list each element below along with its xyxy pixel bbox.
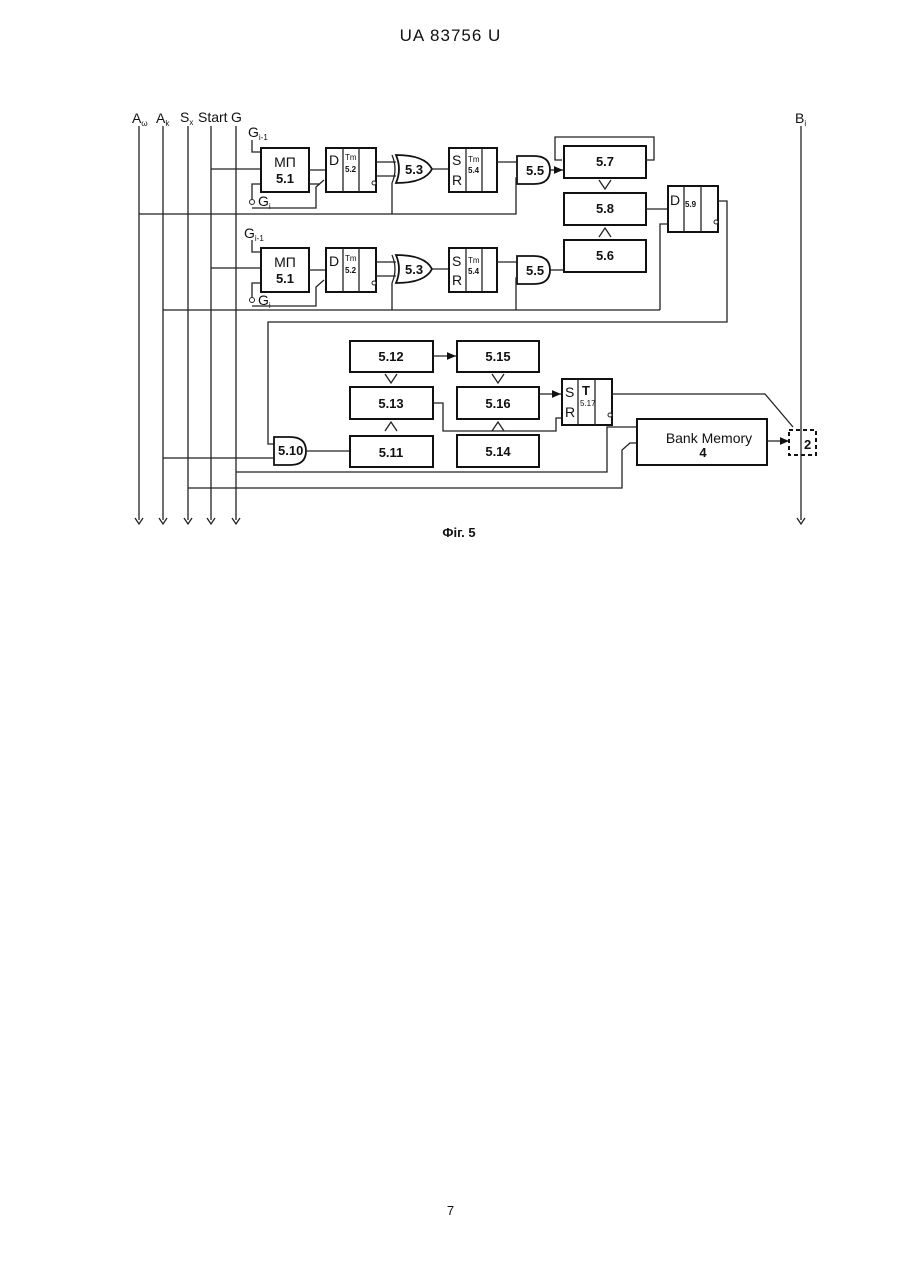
svg-text:5.3: 5.3 bbox=[405, 262, 423, 277]
signal-b-label: Bi bbox=[795, 110, 806, 128]
signal-ak-label: Ak bbox=[156, 110, 170, 128]
block-sr-trigger-5-4-bottom: S R Tm 5.4 bbox=[449, 248, 497, 292]
svg-text:5.9: 5.9 bbox=[685, 200, 697, 209]
selector-2: 2 bbox=[789, 430, 816, 455]
svg-text:D: D bbox=[329, 152, 339, 168]
block-5-13: 5.13 bbox=[350, 387, 433, 419]
block-5-6: 5.6 bbox=[564, 240, 646, 272]
signal-sx-label: Sx bbox=[180, 109, 193, 127]
svg-text:5.8: 5.8 bbox=[596, 201, 614, 216]
block-diagram: Aω Ak Sx Start G Bi Gi-1 Gi МП 5.1 D Tm … bbox=[0, 0, 901, 560]
block-xor-5-3-top: 5.3 bbox=[392, 155, 432, 183]
signal-a0-label: Aω bbox=[132, 110, 148, 128]
block-and-5-5-bottom: 5.5 bbox=[517, 256, 550, 284]
svg-text:R: R bbox=[565, 404, 575, 420]
svg-text:T: T bbox=[582, 383, 590, 398]
svg-text:R: R bbox=[452, 272, 462, 288]
svg-text:5.16: 5.16 bbox=[485, 396, 510, 411]
svg-text:5.17: 5.17 bbox=[580, 399, 596, 408]
svg-text:Tm: Tm bbox=[468, 256, 480, 265]
block-trigger-5-2-top: D Tm 5.2 bbox=[326, 148, 376, 192]
block-5-11: 5.11 bbox=[350, 436, 433, 467]
svg-text:5.7: 5.7 bbox=[596, 154, 614, 169]
svg-text:Tm: Tm bbox=[345, 254, 357, 263]
svg-text:5.15: 5.15 bbox=[485, 349, 510, 364]
svg-text:5.10: 5.10 bbox=[278, 443, 303, 458]
svg-text:5.13: 5.13 bbox=[378, 396, 403, 411]
svg-text:5.5: 5.5 bbox=[526, 263, 544, 278]
block-5-16: 5.16 bbox=[457, 387, 539, 419]
svg-text:Tm: Tm bbox=[468, 155, 480, 164]
svg-text:5.11: 5.11 bbox=[379, 445, 404, 460]
figure-caption: Фіг. 5 bbox=[442, 525, 475, 540]
svg-text:5.6: 5.6 bbox=[596, 248, 614, 263]
svg-text:D: D bbox=[329, 253, 339, 269]
svg-text:5.1: 5.1 bbox=[276, 271, 294, 286]
block-5-15: 5.15 bbox=[457, 341, 539, 372]
block-and-5-10: 5.10 bbox=[274, 437, 306, 465]
svg-text:Bank Memory: Bank Memory bbox=[666, 430, 752, 446]
svg-text:S: S bbox=[452, 253, 461, 269]
signal-gi-bot-label: Gi bbox=[258, 292, 271, 310]
block-xor-5-3-bottom: 5.3 bbox=[392, 255, 432, 283]
svg-text:5.1: 5.1 bbox=[276, 171, 294, 186]
svg-text:5.12: 5.12 bbox=[378, 349, 403, 364]
signal-gi1-top-label: Gi-1 bbox=[248, 124, 268, 142]
svg-text:МП: МП bbox=[274, 154, 296, 170]
svg-text:S: S bbox=[452, 152, 461, 168]
svg-text:5.4: 5.4 bbox=[468, 166, 480, 175]
block-5-8: 5.8 bbox=[564, 193, 646, 225]
svg-text:D: D bbox=[670, 192, 680, 208]
svg-text:R: R bbox=[452, 172, 462, 188]
block-trigger-5-9: D 5.9 bbox=[668, 186, 718, 232]
block-5-7: 5.7 bbox=[564, 146, 646, 178]
block-5-14: 5.14 bbox=[457, 435, 539, 467]
block-and-5-5-top: 5.5 bbox=[517, 156, 550, 184]
signal-gi1-bot-label: Gi-1 bbox=[244, 225, 264, 243]
page-number: 7 bbox=[0, 1203, 901, 1218]
svg-text:5.5: 5.5 bbox=[526, 163, 544, 178]
block-5-12: 5.12 bbox=[350, 341, 433, 372]
svg-text:5.2: 5.2 bbox=[345, 165, 357, 174]
block-mp-5-1-bottom: МП 5.1 bbox=[261, 248, 309, 292]
svg-text:2: 2 bbox=[804, 437, 811, 452]
block-mp-5-1-top: МП 5.1 bbox=[261, 148, 309, 192]
block-sr-trigger-5-4-top: S R Tm 5.4 bbox=[449, 148, 497, 192]
block-bank-memory-4: Bank Memory 4 bbox=[637, 419, 767, 465]
svg-text:5.3: 5.3 bbox=[405, 162, 423, 177]
block-sr-trigger-5-17: S R T 5.17 bbox=[562, 379, 612, 425]
block-trigger-5-2-bottom: D Tm 5.2 bbox=[326, 248, 376, 292]
svg-text:5.14: 5.14 bbox=[485, 444, 511, 459]
signal-g-label: G bbox=[231, 109, 242, 125]
svg-text:5.2: 5.2 bbox=[345, 266, 357, 275]
svg-text:5.4: 5.4 bbox=[468, 267, 480, 276]
svg-text:МП: МП bbox=[274, 254, 296, 270]
signal-start-label: Start bbox=[198, 109, 228, 125]
svg-text:Tm: Tm bbox=[345, 153, 357, 162]
svg-text:4: 4 bbox=[699, 445, 707, 460]
svg-text:S: S bbox=[565, 384, 574, 400]
